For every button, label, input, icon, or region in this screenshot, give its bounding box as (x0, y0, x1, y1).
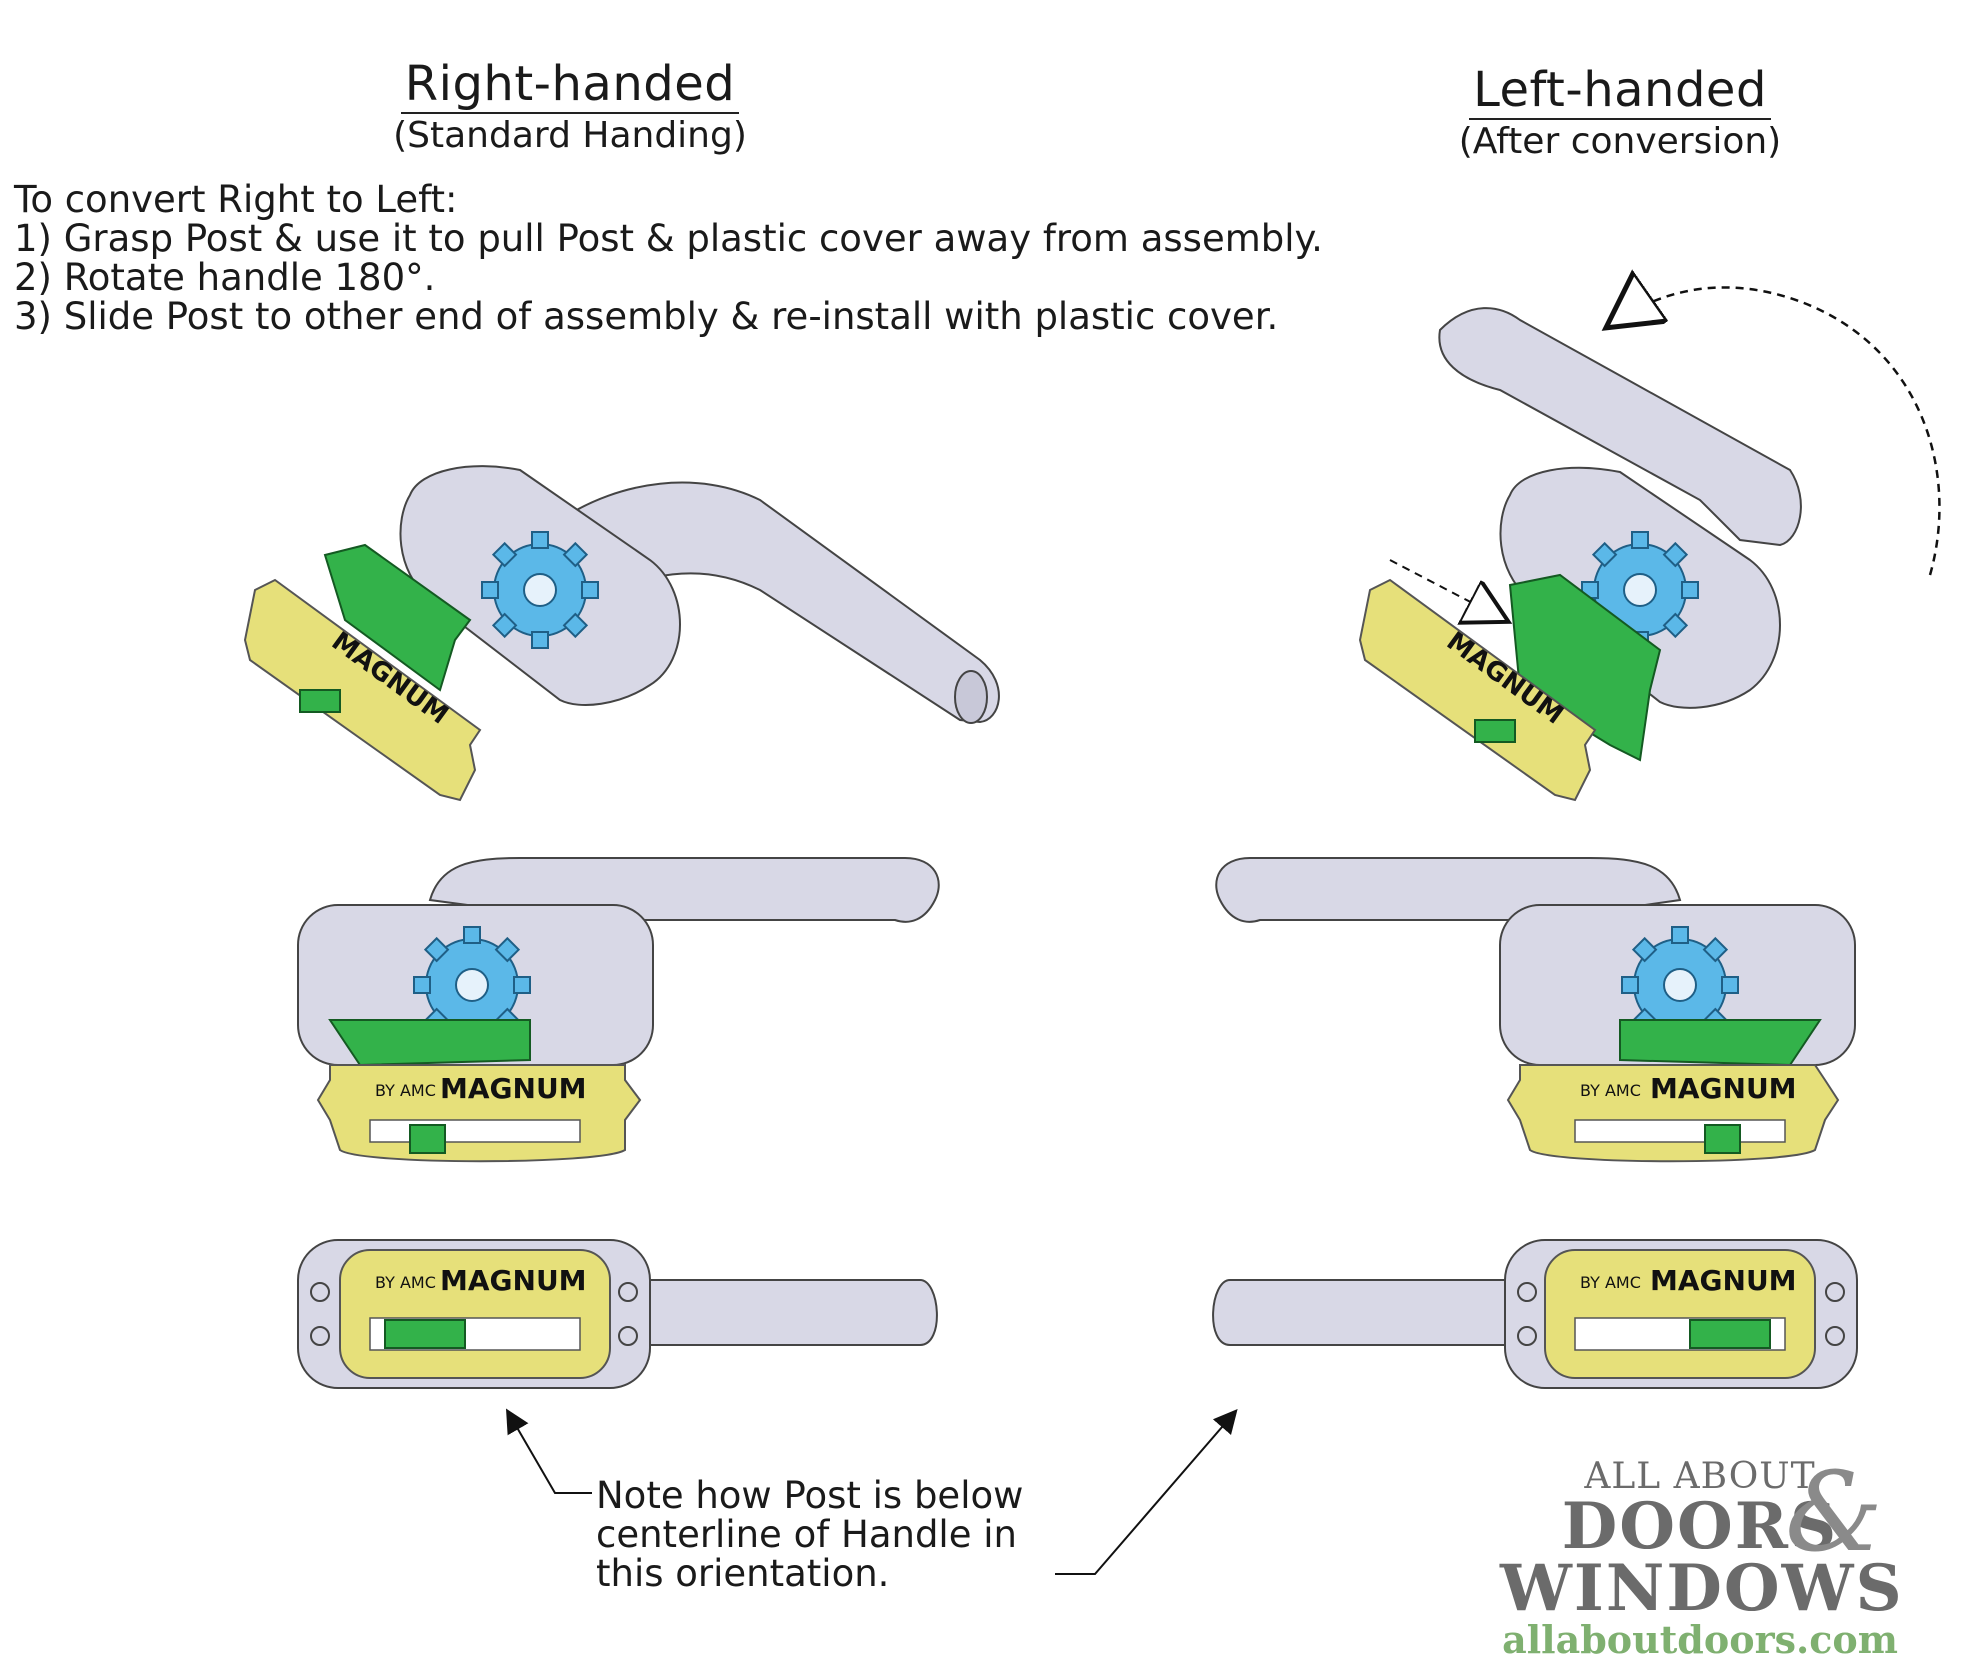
right-top-handle (639, 1279, 938, 1346)
note-line-1: Note how Post is below (596, 1474, 1024, 1517)
left-top-handle (1212, 1279, 1511, 1346)
note-line-2: centerline of Handle in (596, 1513, 1017, 1556)
right-handed-header: Right-handed (Standard Handing) (360, 60, 780, 154)
left-handed-title: Left-handed (1469, 66, 1771, 120)
right-front-post (409, 1124, 446, 1154)
left-front-cover (1619, 1019, 1822, 1067)
right-exploded-assembly: MAGNUM (243, 465, 1000, 802)
right-top-view: MAGNUM BY AMC (297, 1239, 938, 1389)
left-top-plate-maker: BY AMC (1580, 1273, 1641, 1292)
right-exploded-handle-tip (954, 670, 988, 724)
left-front-plate-maker: BY AMC (1580, 1081, 1641, 1100)
left-handed-subtitle: (After conversion) (1458, 121, 1782, 162)
right-front-cover (328, 1019, 531, 1067)
left-exploded-plate (1358, 578, 1597, 802)
all-about-doors-logo: ALL ABOUT DOORS & WINDOWS allaboutdoors.… (1500, 1448, 1904, 1662)
right-front-slot (369, 1119, 581, 1143)
note-leader-left (505, 1408, 592, 1494)
instruction-step-2: 2) Rotate handle 180°. (14, 256, 436, 299)
conversion-instructions: To convert Right to Left: 1) Grasp Post … (14, 180, 1323, 336)
logo-line-doors: DOORS (1561, 1489, 1839, 1564)
left-exploded-post (1474, 719, 1516, 743)
left-top-post (1689, 1319, 1771, 1349)
logo-url: allaboutdoors.com (1502, 1617, 1898, 1662)
post-orientation-note: Note how Post is below centerline of Han… (596, 1476, 1023, 1593)
right-exploded-gear (481, 531, 599, 649)
right-assembled-front: MAGNUM BY AMC (297, 857, 940, 1163)
right-handed-subtitle: (Standard Handing) (393, 115, 747, 156)
right-front-plate-maker: BY AMC (375, 1081, 436, 1100)
logo-line-windows: WINDOWS (1500, 1551, 1904, 1626)
right-handed-title: Right-handed (400, 60, 740, 114)
left-exploded-assembly: MAGNUM (1358, 287, 1941, 802)
right-front-plate-brand: MAGNUM (440, 1072, 587, 1105)
left-exploded-handle (1438, 307, 1802, 547)
instruction-step-1: 1) Grasp Post & use it to pull Post & pl… (14, 217, 1323, 260)
rotate-handle-arrow (1610, 287, 1941, 576)
left-assembled-front: MAGNUM BY AMC (1215, 857, 1856, 1163)
left-handed-header: Left-handed (After conversion) (1420, 66, 1820, 160)
left-top-view: MAGNUM BY AMC (1212, 1239, 1858, 1389)
logo-line-all-about: ALL ABOUT (1584, 1456, 1816, 1497)
left-top-plate-brand: MAGNUM (1650, 1264, 1797, 1297)
slide-post-arrow (1389, 559, 1505, 620)
right-exploded-plate (243, 578, 482, 802)
note-leader-right (1055, 1408, 1238, 1575)
right-exploded-post (299, 689, 341, 713)
left-front-slot (1574, 1119, 1786, 1143)
right-top-plate-maker: BY AMC (375, 1273, 436, 1292)
instructions-intro: To convert Right to Left: (14, 178, 458, 221)
note-line-3: this orientation. (596, 1552, 890, 1595)
right-top-plate-brand: MAGNUM (440, 1264, 587, 1297)
logo-ampersand: & (1785, 1448, 1883, 1576)
right-exploded-cover (323, 543, 472, 692)
right-top-post (384, 1319, 466, 1349)
left-front-plate-brand: MAGNUM (1650, 1072, 1797, 1105)
instruction-step-3: 3) Slide Post to other end of assembly &… (14, 295, 1279, 338)
left-front-post (1704, 1124, 1741, 1154)
